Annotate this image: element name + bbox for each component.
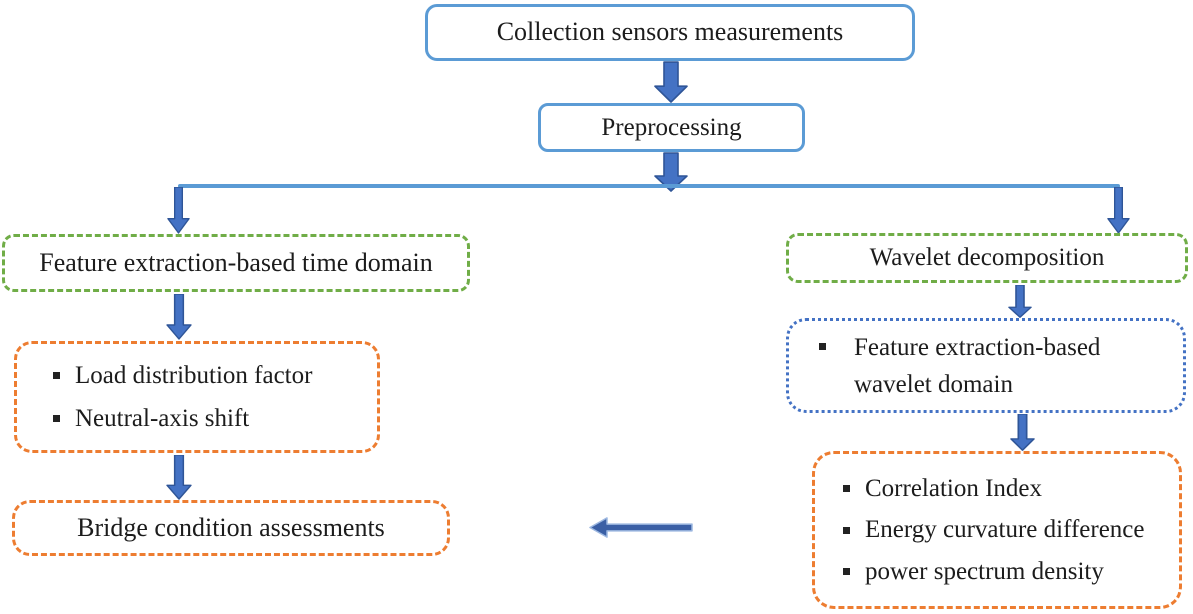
list-item: Correlation Index [843, 473, 1042, 504]
bullet-square-icon [819, 342, 826, 350]
down-arrow [1010, 414, 1035, 451]
wavelet-index-label: Correlation Index [865, 475, 1043, 503]
bullet-square-icon [843, 567, 850, 575]
bridge-assessment-box: Bridge condition assessments [12, 500, 450, 556]
wavelet-feature-label: Feature extraction-based wavelet domain [854, 333, 1101, 398]
bullet-square-icon [843, 526, 850, 534]
time-feature-label: Load distribution factor [75, 361, 313, 389]
time-feature-label: Neutral-axis shift [75, 405, 250, 432]
bullet-square-icon [53, 415, 60, 423]
preprocessing-box: Preprocessing [538, 103, 805, 152]
down-arrow [654, 61, 688, 103]
list-item: Neutral-axis shift [53, 403, 249, 434]
collection-measurements-box: Collection sensors measurements [425, 4, 915, 61]
list-item: power spectrum density [843, 556, 1104, 587]
list-item: Feature extraction-based wavelet domain [819, 329, 1154, 403]
list-item: Energy curvature difference [843, 514, 1144, 545]
left-arrow [588, 516, 694, 539]
wavelet-decomposition-box: Wavelet decomposition [786, 233, 1188, 283]
branch-connector-line [178, 184, 1120, 188]
bullet-square-icon [843, 485, 850, 493]
collection-measurements-label: Collection sensors measurements [496, 17, 844, 47]
down-arrow [166, 455, 192, 500]
wavelet-features-box: Feature extraction-based wavelet domain [786, 318, 1186, 413]
down-arrow [166, 294, 192, 340]
time-domain-label: Feature extraction-based time domain [39, 247, 433, 277]
wavelet-indices-box: Correlation Index Energy curvature diffe… [812, 451, 1182, 609]
wavelet-index-label: Energy curvature difference [865, 516, 1145, 544]
bullet-square-icon [53, 371, 60, 379]
wavelet-decomposition-label: Wavelet decomposition [869, 244, 1105, 272]
wavelet-index-label: power spectrum density [865, 557, 1104, 585]
bridge-assessment-label: Bridge condition assessments [77, 512, 385, 542]
time-features-box: Load distribution factor Neutral-axis sh… [14, 341, 380, 453]
down-arrow [1107, 187, 1130, 234]
down-arrow [167, 187, 190, 234]
time-domain-box: Feature extraction-based time domain [2, 234, 470, 292]
list-item: Load distribution factor [53, 360, 312, 391]
down-arrow [654, 152, 688, 192]
down-arrow [1008, 285, 1032, 318]
preprocessing-label: Preprocessing [601, 113, 742, 141]
